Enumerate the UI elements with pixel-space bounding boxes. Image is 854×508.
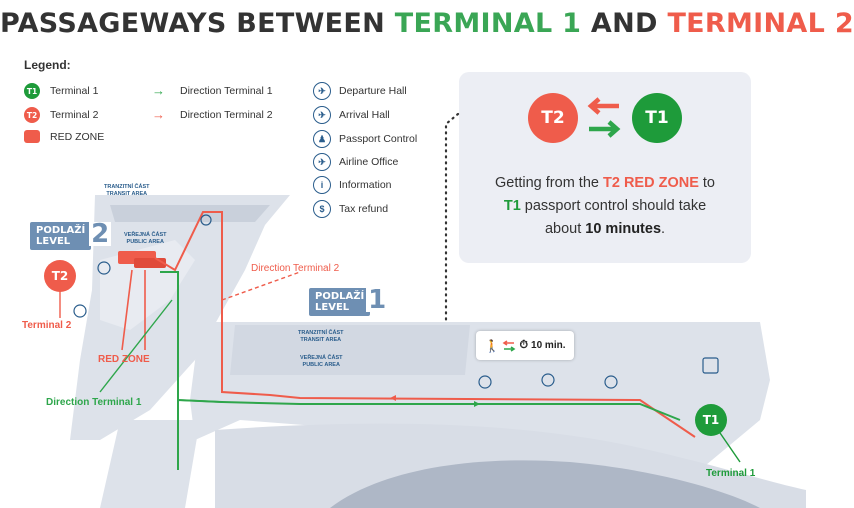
- legend-airline-label: Airline Office: [339, 156, 399, 168]
- walk-time-label: 10 min.: [531, 340, 566, 351]
- red-arrow-marker: [390, 395, 396, 401]
- red-route-path: [154, 211, 696, 438]
- title-and: AND: [581, 8, 668, 39]
- tax-icon-l2: [73, 304, 87, 318]
- red-zone-block-2: [134, 258, 166, 268]
- info-t2-badge: T2: [528, 93, 578, 143]
- information-icon: i: [313, 176, 331, 194]
- dotted-connector: [444, 112, 460, 378]
- legend-terminal2: T2 Terminal 2: [24, 107, 98, 123]
- level1-label: PODLAŽÍ LEVEL: [315, 291, 365, 313]
- legend-passport-label: Passport Control: [339, 133, 418, 145]
- legend-information-label: Information: [339, 179, 392, 191]
- legend-departure-label: Departure Hall: [339, 85, 407, 97]
- title-terminal2: TERMINAL 2: [667, 8, 854, 39]
- legend-arrival-label: Arrival Hall: [339, 109, 390, 121]
- departure-icon-l2: [97, 261, 111, 275]
- passport-control-icon: ♟: [313, 130, 331, 148]
- t1-map-pin: T1: [695, 404, 727, 436]
- public-area-l1: VEŘEJNÁ ČÁST PUBLIC AREA: [300, 355, 343, 368]
- legend-terminal1-label: Terminal 1: [50, 85, 99, 97]
- info-line2-post: passport control should take: [520, 198, 707, 214]
- legend-direction-t2: → Direction Terminal 2: [152, 107, 273, 122]
- legend-heading: Legend:: [24, 58, 71, 72]
- red-zone-leaders: [121, 269, 146, 351]
- page-title: PASSAGEWAYS BETWEEN TERMINAL 1 AND TERMI…: [0, 8, 854, 39]
- info-line1-pre: Getting from the: [495, 175, 603, 191]
- legend-terminal1: T1 Terminal 1: [24, 83, 98, 99]
- legend-passport-control: ♟ Passport Control: [313, 130, 417, 148]
- direction-t1-label: Direction Terminal 1: [46, 397, 142, 408]
- info-t1: T1: [503, 198, 521, 214]
- info-ten-minutes: 10 minutes: [585, 221, 662, 237]
- public-area-l2: VEŘEJNÁ ČÁST PUBLIC AREA: [124, 232, 167, 245]
- swap-arrows-icon: [587, 97, 621, 138]
- green-link: [177, 399, 223, 403]
- legend-direction-t1: → Direction Terminal 1: [152, 83, 273, 98]
- green-arrow-marker: [474, 401, 480, 407]
- apron-dark: [330, 460, 760, 508]
- legend-dir-t1-label: Direction Terminal 1: [180, 84, 273, 97]
- level2-number: 2: [89, 219, 112, 249]
- legend-departure-hall: ✈ Departure Hall: [313, 82, 407, 100]
- swap-mini-icon: [502, 339, 516, 352]
- legend-dir-t2-label: Direction Terminal 2: [180, 108, 273, 121]
- level2-lower-wing: [100, 420, 200, 508]
- t1-leader: [717, 429, 741, 463]
- level1-number: 1: [366, 285, 389, 315]
- green-arrow-icon: →: [152, 83, 165, 98]
- info-red-zone: T2 RED ZONE: [603, 175, 699, 191]
- walking-person-icon: 🚶: [484, 338, 500, 353]
- walk-time-callout: 🚶 ⏱ 10 min.: [476, 331, 574, 360]
- transit-area-l2: TRANZITNÍ ČÁST TRANSIT AREA: [104, 184, 150, 197]
- direction-t2-label: Direction Terminal 2: [251, 263, 340, 274]
- legend-tax-refund: $ Tax refund: [313, 200, 388, 218]
- t2-badge-icon: T2: [24, 107, 40, 123]
- tax-refund-icon: $: [313, 200, 331, 218]
- legend-terminal2-label: Terminal 2: [50, 109, 99, 121]
- red-zone-map-label: RED ZONE: [98, 354, 150, 365]
- info-text: Getting from the T2 RED ZONE to T1 passp…: [475, 172, 735, 241]
- t2-map-pin: T2: [44, 260, 76, 292]
- info-t1-badge: T1: [632, 93, 682, 143]
- info-box: T2 T1 Getting from the T2 RED ZONE to T1…: [459, 72, 751, 263]
- t1-badge-icon: T1: [24, 83, 40, 99]
- terminal2-map-label: Terminal 2: [22, 320, 72, 331]
- title-part1: PASSAGEWAYS BETWEEN: [0, 8, 395, 39]
- departure-icon-l1: [541, 373, 555, 387]
- passport-icon-t1: [702, 357, 719, 374]
- timer-icon: ⏱: [519, 339, 529, 351]
- level2-label: PODLAŽÍ LEVEL: [36, 225, 86, 247]
- airline-office-icon: ✈: [313, 153, 331, 171]
- info-icon-l2: [200, 214, 212, 226]
- red-arrow-icon: →: [152, 107, 165, 122]
- arrival-icon-l1: [604, 375, 618, 389]
- level1-public-block: [230, 325, 470, 375]
- dir-t1-leader: [99, 299, 173, 393]
- info-line1-post: to: [698, 175, 715, 191]
- legend-tax-label: Tax refund: [339, 203, 389, 215]
- red-zone-swatch-icon: [24, 130, 40, 143]
- legend-airline-office: ✈ Airline Office: [313, 153, 398, 171]
- arrival-plane-icon: ✈: [313, 106, 331, 124]
- title-terminal1: TERMINAL 1: [394, 8, 582, 39]
- legend-red-zone: RED ZONE: [24, 130, 104, 143]
- legend-information: i Information: [313, 176, 392, 194]
- transit-area-l1: TRANZITNÍ ČÁST TRANSIT AREA: [298, 330, 344, 343]
- legend-arrival-hall: ✈ Arrival Hall: [313, 106, 390, 124]
- info-icon-l1: [478, 375, 492, 389]
- departure-plane-icon: ✈: [313, 82, 331, 100]
- info-line3-post: .: [661, 221, 666, 237]
- terminal-map: [59, 195, 806, 508]
- info-line3-pre: about: [544, 221, 586, 237]
- legend-red-zone-label: RED ZONE: [50, 130, 105, 143]
- terminal1-map-label: Terminal 1: [706, 468, 756, 479]
- level2-transit-strip: [110, 205, 270, 222]
